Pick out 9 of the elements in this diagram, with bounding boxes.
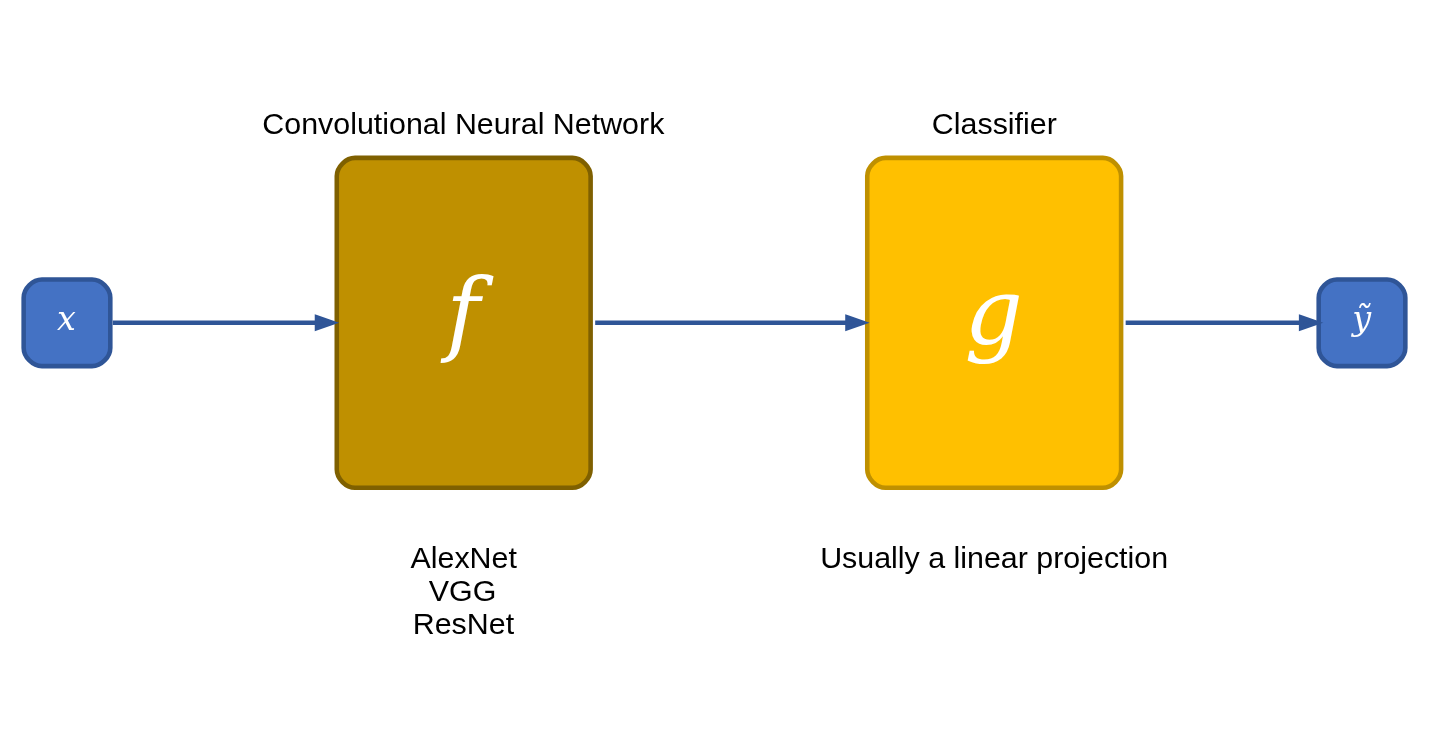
node-label: AlexNet <box>410 539 517 574</box>
node-label: ResNet <box>412 605 515 640</box>
node-label: Classifier <box>931 105 1057 140</box>
arrow <box>1125 313 1324 331</box>
node-label: Usually a linear projection <box>820 539 1169 574</box>
arrow <box>112 313 340 331</box>
node-label: VGG <box>428 572 497 607</box>
node-label: Convolutional Neural Network <box>262 105 665 140</box>
arrow <box>595 313 870 331</box>
